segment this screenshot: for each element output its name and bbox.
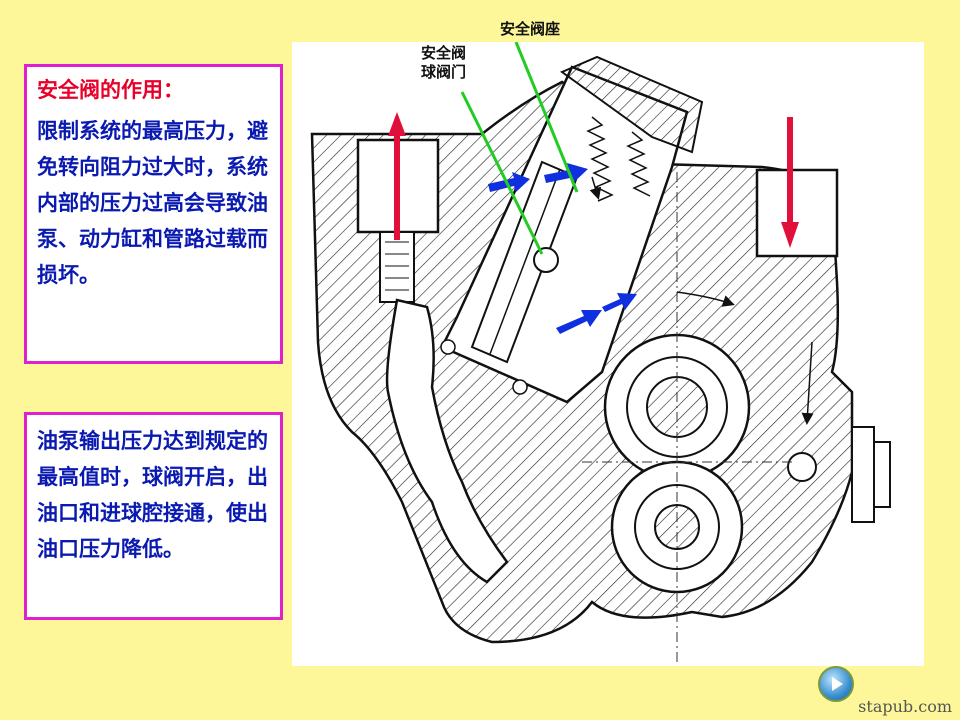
valve-drawing bbox=[310, 41, 891, 662]
blue-flow-arrows bbox=[488, 163, 637, 334]
red-down-arrow bbox=[781, 117, 799, 248]
valve-seat-label: 安全阀座 bbox=[500, 20, 561, 38]
side-bolt bbox=[851, 426, 875, 523]
operation-description: 油泵输出压力达到规定的最高值时，球阀开启，出油口和进球腔接通，使出油口压力降低。 bbox=[37, 429, 268, 561]
return-passage bbox=[385, 298, 509, 584]
seat-leader-line bbox=[514, 41, 579, 193]
red-up-arrow bbox=[388, 112, 406, 240]
play-icon bbox=[832, 677, 843, 691]
seat-ball-left bbox=[440, 339, 456, 355]
ball-valve-label-line2: 球阀门 bbox=[421, 63, 467, 81]
ball-leader-line bbox=[460, 91, 544, 255]
ball-valve-label: 安全阀 球阀门 bbox=[421, 44, 466, 82]
function-description: 限制系统的最高压力，避免转向阻力过大时，系统内部的压力过高会导致油泵、动力缸和管… bbox=[37, 119, 268, 287]
right-port bbox=[755, 168, 839, 258]
operation-textbox: 油泵输出压力达到规定的最高值时，球阀开启，出油口和进球腔接通，使出油口压力降低。 bbox=[24, 412, 283, 620]
valve-cap bbox=[559, 55, 704, 154]
small-port bbox=[787, 452, 817, 482]
safety-valve-cross-section bbox=[292, 41, 924, 666]
function-textbox: 安全阀的作用： 限制系统的最高压力，避免转向阻力过大时，系统内部的压力过高会导致… bbox=[24, 64, 283, 364]
ball-valve-label-line1: 安全阀 bbox=[421, 44, 467, 62]
function-heading: 安全阀的作用： bbox=[37, 78, 184, 102]
lower-gear-inner bbox=[634, 484, 720, 570]
seat-ball-lower bbox=[512, 379, 528, 395]
play-button[interactable] bbox=[818, 666, 854, 702]
ball-valve bbox=[533, 247, 559, 273]
site-watermark: stapub.com bbox=[858, 697, 952, 716]
